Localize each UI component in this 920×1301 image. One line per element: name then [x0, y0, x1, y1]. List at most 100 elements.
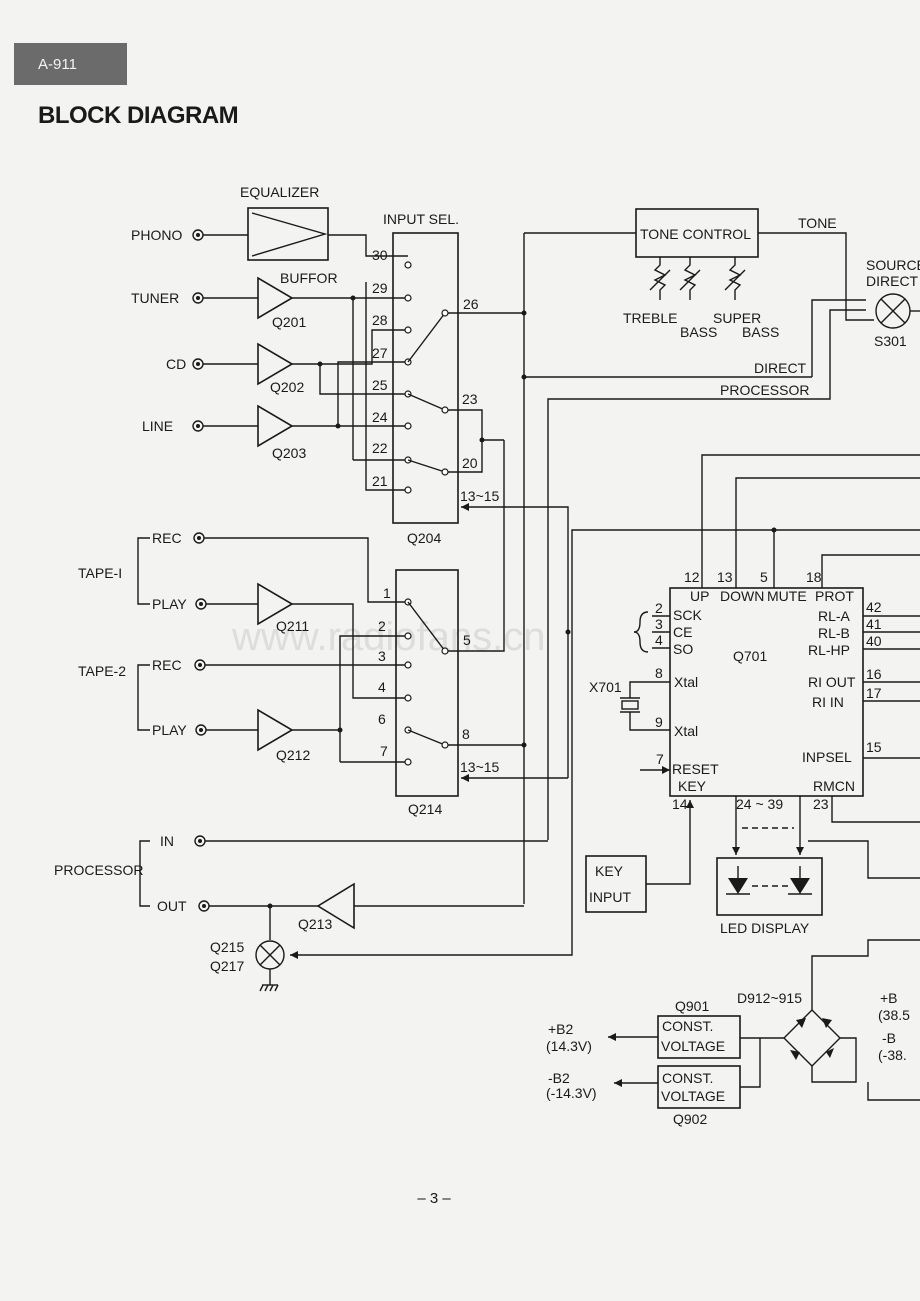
processor-signal-label: PROCESSOR — [720, 382, 809, 398]
svg-text:PROT: PROT — [815, 588, 854, 604]
svg-text:UP: UP — [690, 588, 709, 604]
bridge-rectifier-icon — [783, 1009, 841, 1067]
led-display-label: LED DISPLAY — [720, 920, 810, 936]
svg-text:Xtal: Xtal — [674, 723, 698, 739]
tone-signal-label: TONE — [798, 215, 837, 231]
svg-text:5: 5 — [760, 569, 768, 585]
const1-label-2: VOLTAGE — [661, 1038, 725, 1054]
input-phono: PHONO — [131, 227, 204, 243]
q701-label: Q701 — [733, 648, 767, 664]
tape2-label: TAPE-2 — [78, 663, 126, 679]
source-label-2: DIRECT — [866, 273, 919, 289]
svg-text:4: 4 — [655, 632, 663, 648]
svg-text:13~15: 13~15 — [460, 488, 500, 504]
tape1-rec-label: REC — [152, 530, 182, 546]
d912-label: D912~915 — [737, 990, 802, 1006]
svg-text:KEY: KEY — [678, 778, 707, 794]
svg-text:42: 42 — [866, 599, 882, 615]
svg-text:RL-B: RL-B — [818, 625, 850, 641]
svg-text:13: 13 — [717, 569, 733, 585]
processor-label: PROCESSOR — [54, 862, 143, 878]
q217-label: Q217 — [210, 958, 244, 974]
q201-label: Q201 — [272, 314, 306, 330]
q701-right-pins: 42 41 40 16 17 15 23 RL-A RL-B RL-HP RI … — [802, 599, 882, 812]
q701-controller-block — [669, 587, 864, 797]
svg-text:23: 23 — [462, 391, 478, 407]
q215-label: Q215 — [210, 939, 244, 955]
super-label: SUPER — [713, 310, 761, 326]
cd-label: CD — [166, 356, 186, 372]
const1-label-1: CONST. — [662, 1018, 713, 1034]
svg-text:RESET: RESET — [672, 761, 719, 777]
svg-text:6: 6 — [378, 711, 386, 727]
neg-b2-voltage: (-14.3V) — [546, 1085, 597, 1101]
svg-text:8: 8 — [462, 726, 470, 742]
model-tag: A-911 — [14, 43, 127, 85]
svg-text:5: 5 — [463, 632, 471, 648]
svg-text:14: 14 — [672, 796, 688, 812]
svg-text:41: 41 — [866, 616, 882, 632]
svg-text:26: 26 — [463, 296, 479, 312]
pos-b2-label: +B2 — [548, 1021, 574, 1037]
svg-text:9: 9 — [655, 714, 663, 730]
tape1-play-label: PLAY — [152, 596, 187, 612]
led-icon — [788, 866, 812, 895]
tape2-play-label: PLAY — [152, 722, 187, 738]
svg-text:3: 3 — [655, 616, 663, 632]
svg-text:30: 30 — [372, 247, 388, 263]
svg-text:7: 7 — [656, 751, 664, 767]
svg-text:21: 21 — [372, 473, 388, 489]
source-label-1: SOURCE — [866, 257, 920, 273]
svg-text:RL-A: RL-A — [818, 608, 851, 624]
svg-text:28: 28 — [372, 312, 388, 328]
svg-text:7: 7 — [380, 743, 388, 759]
neg-b-voltage: (-38. — [878, 1047, 907, 1063]
svg-text:Xtal: Xtal — [674, 674, 698, 690]
page-title: BLOCK DIAGRAM — [38, 102, 239, 129]
q902-label: Q902 — [673, 1111, 707, 1127]
svg-text:RL-HP: RL-HP — [808, 642, 850, 658]
amp-icon — [251, 212, 328, 257]
proc-out-label: OUT — [157, 898, 187, 914]
led-display-block — [716, 857, 823, 916]
svg-text:25: 25 — [372, 377, 388, 393]
svg-text:13~15: 13~15 — [460, 759, 500, 775]
q701-top-pins: 12 13 5 18 UP DOWN MUTE PROT — [684, 569, 854, 604]
direct-signal-label: DIRECT — [754, 360, 807, 376]
treble-label: TREBLE — [623, 310, 677, 326]
svg-text:40: 40 — [866, 633, 882, 649]
svg-text:2: 2 — [655, 600, 663, 616]
equalizer-block — [247, 207, 329, 261]
tape1-label: TAPE-I — [78, 565, 122, 581]
q214-label: Q214 — [408, 801, 442, 817]
key-input-label-2: INPUT — [589, 889, 631, 905]
tone-pots — [649, 257, 746, 300]
svg-text:CE: CE — [673, 624, 692, 640]
page-number: – 3 – — [417, 1190, 451, 1207]
neg-b-label: -B — [882, 1030, 896, 1046]
svg-text:SCK: SCK — [673, 607, 702, 623]
tone-control-label: TONE CONTROL — [640, 226, 751, 242]
svg-text:23: 23 — [813, 796, 829, 812]
const2-label-1: CONST. — [662, 1070, 713, 1086]
svg-text:22: 22 — [372, 440, 388, 456]
super-bass-label: BASS — [742, 324, 779, 340]
svg-text:SO: SO — [673, 641, 693, 657]
svg-text:DOWN: DOWN — [720, 588, 764, 604]
svg-text:1: 1 — [383, 585, 391, 601]
q204-pins: 30 29 28 27 25 24 22 21 26 23 20 13~15 — [372, 247, 500, 504]
potentiometer-icon — [653, 257, 667, 300]
input-line: LINE — [142, 418, 204, 434]
key-input-label-1: KEY — [595, 863, 624, 879]
ground-icon — [259, 984, 279, 992]
pos-b-label: +B — [880, 990, 898, 1006]
q204-selector-block — [392, 232, 459, 524]
q202-label: Q202 — [270, 379, 304, 395]
q212-label: Q212 — [276, 747, 310, 763]
svg-text:RI OUT: RI OUT — [808, 674, 856, 690]
svg-text:17: 17 — [866, 685, 882, 701]
q212-amp-icon — [257, 708, 294, 752]
s301-label: S301 — [874, 333, 907, 349]
q213-label: Q213 — [298, 916, 332, 932]
svg-text:8: 8 — [655, 665, 663, 681]
